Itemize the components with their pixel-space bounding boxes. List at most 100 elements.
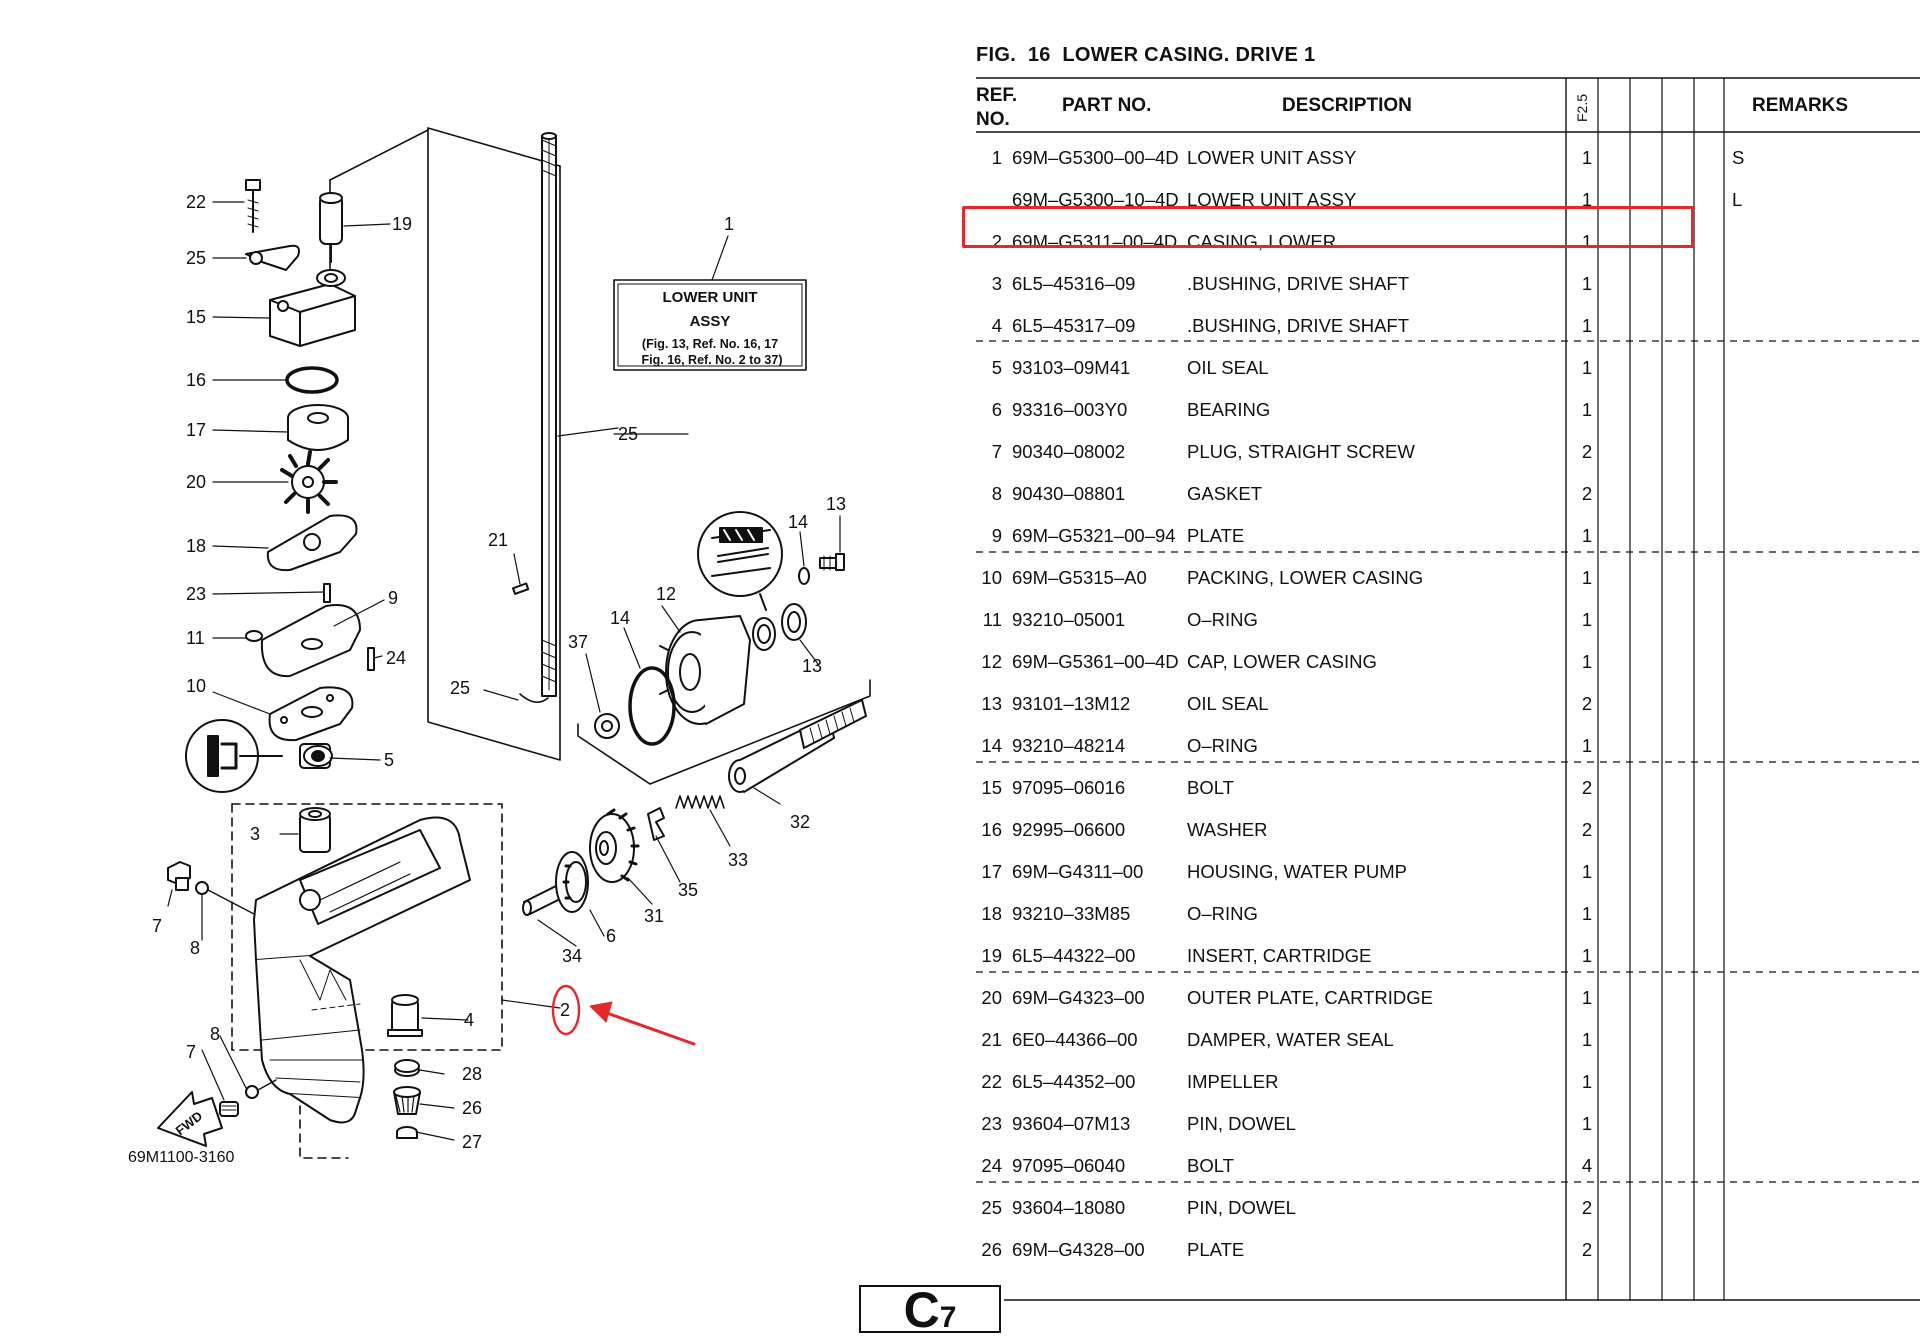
- quantity: 1: [1581, 903, 1593, 924]
- ref-no: 25: [981, 1197, 1002, 1218]
- part-no: 69M–G5300–00–4D: [1012, 147, 1179, 168]
- callout-36: 35: [678, 880, 698, 900]
- description: WASHER: [1187, 819, 1268, 840]
- callout-28: 25: [450, 678, 470, 698]
- pinion-29: [393, 1086, 421, 1115]
- quantity: 4: [1581, 1155, 1593, 1176]
- description: PIN, DOWEL: [1187, 1113, 1296, 1134]
- callout-6: 6: [606, 926, 616, 946]
- description: BEARING: [1187, 399, 1271, 420]
- callout-3: 3: [250, 824, 260, 844]
- header-ref-line2: NO.: [976, 109, 1010, 130]
- packing-10: [268, 686, 354, 742]
- callout-9: 9: [388, 588, 398, 608]
- nut-30: [396, 1126, 418, 1139]
- part-no: 92995–06600: [1012, 819, 1126, 840]
- ref-no: 16: [981, 819, 1002, 840]
- callout-27: 25: [618, 424, 638, 444]
- figure-title: FIG. 16 LOWER CASING. DRIVE 1: [976, 44, 1315, 67]
- callout-4: 4: [464, 1010, 474, 1030]
- plug-7-upper: [167, 861, 191, 891]
- part-no: 69M–G4328–00: [1012, 1239, 1145, 1260]
- description: BOLT: [1187, 1155, 1234, 1176]
- callout-19: 17: [186, 420, 206, 440]
- ref-no: 8: [991, 483, 1002, 504]
- description: .BUSHING, DRIVE SHAFT: [1187, 273, 1410, 294]
- callout-2: 2: [560, 1000, 570, 1020]
- quantity: 1: [1581, 399, 1593, 420]
- plate-26: [245, 244, 300, 271]
- oil-seal-37: [594, 713, 620, 739]
- ref-no: 7: [991, 441, 1002, 462]
- description: OIL SEAL: [1187, 357, 1269, 378]
- assy-box-line-2: ASSY: [690, 313, 731, 330]
- part-no: 93103–09M41: [1012, 357, 1131, 378]
- plug-7-lower: [219, 1101, 239, 1117]
- assy-box-line-3: (Fig. 13, Ref. No. 16, 17: [642, 337, 778, 351]
- quantity: 2: [1581, 483, 1593, 504]
- callout-26: 25: [186, 248, 206, 268]
- description: LOWER UNIT ASSY: [1187, 147, 1357, 168]
- description: INSERT, CARTRIDGE: [1187, 945, 1372, 966]
- callout-5: 5: [384, 750, 394, 770]
- part-no: 97095–06016: [1012, 777, 1126, 798]
- quantity: 1: [1581, 189, 1593, 210]
- part-no: 6L5–44352–00: [1012, 1071, 1136, 1092]
- description: O–RING: [1187, 903, 1258, 924]
- o-ring-14: [628, 666, 676, 746]
- gasket-8-lower: [245, 1085, 259, 1099]
- part-no: 69M–G4311–00: [1012, 861, 1144, 882]
- callout-20: 18: [186, 536, 206, 556]
- quantity: 1: [1581, 567, 1593, 588]
- part-no: 6L5–45317–09: [1012, 315, 1136, 336]
- part-no: 93101–13M12: [1012, 693, 1131, 714]
- o-ring-11: [245, 630, 263, 642]
- clip-36: [647, 807, 665, 841]
- fwd-arrow-symbol: [157, 1091, 223, 1147]
- callout-12: 12: [656, 584, 676, 604]
- figure-label: FIG.: [976, 44, 1017, 66]
- lower-casing-2: [253, 816, 471, 1124]
- casing-dashed-box: [231, 803, 503, 1051]
- part-no: 93604–18080: [1012, 1197, 1126, 1218]
- description: CAP, LOWER CASING: [1187, 651, 1377, 672]
- ref-no: 14: [981, 735, 1002, 756]
- callout-7-lower: 7: [186, 1042, 196, 1062]
- drive-shaft: [541, 132, 557, 697]
- part-no: 90340–08002: [1012, 441, 1126, 462]
- frame-outline: [427, 127, 561, 761]
- part-no: 6E0–44366–00: [1012, 1029, 1138, 1050]
- ref-no: 13: [981, 693, 1002, 714]
- clip-28: [519, 693, 549, 703]
- quantity: 1: [1581, 735, 1593, 756]
- callout-22: 20: [186, 472, 206, 492]
- callout-16: 14: [788, 512, 808, 532]
- description: OIL SEAL: [1187, 693, 1269, 714]
- part-no: 93604–07M13: [1012, 1113, 1131, 1134]
- cap-detail-magnified: [697, 511, 783, 597]
- quantity: 1: [1581, 945, 1593, 966]
- callout-7-upper: 7: [152, 916, 162, 936]
- callout-10: 10: [186, 676, 206, 696]
- ref-no: 26: [981, 1239, 1002, 1260]
- ref-no: 2: [991, 231, 1002, 252]
- damper-21: [319, 192, 343, 263]
- description: PLATE: [1187, 525, 1245, 546]
- header-ref-line1: REF.: [976, 85, 1018, 106]
- figure-number: 16: [1027, 44, 1051, 66]
- description: HOUSING, WATER PUMP: [1187, 861, 1407, 882]
- description: OUTER PLATE, CARTRIDGE: [1187, 987, 1434, 1008]
- part-no: 69M–G4323–00: [1012, 987, 1145, 1008]
